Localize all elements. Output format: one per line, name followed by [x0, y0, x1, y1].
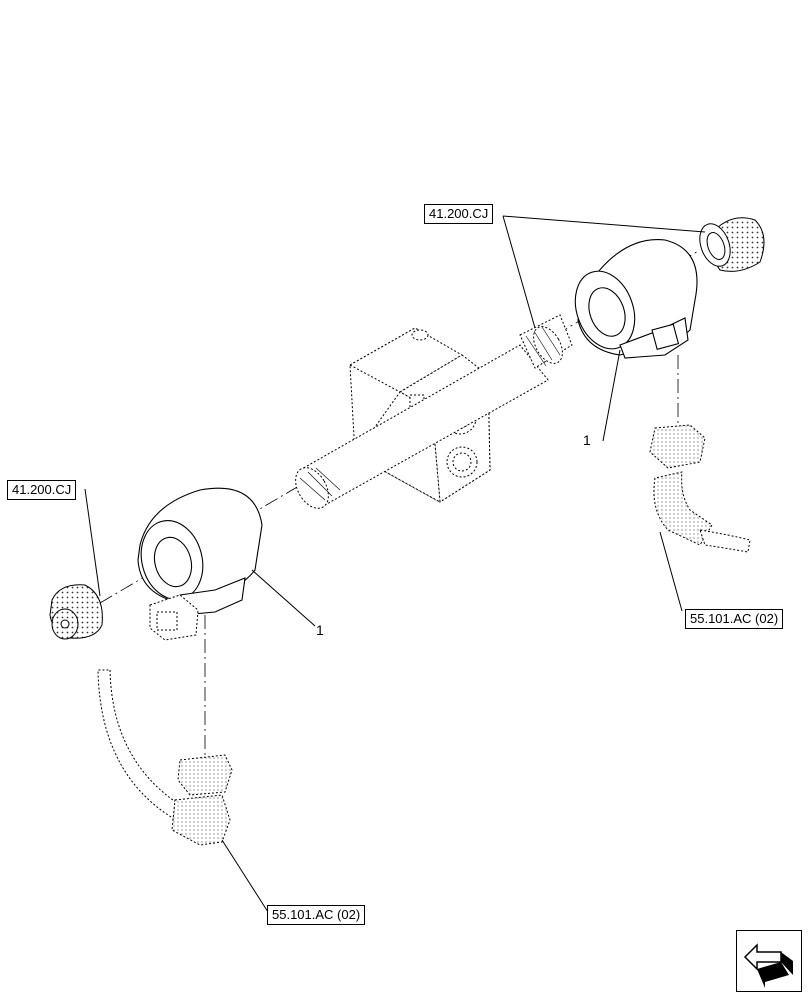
reference-label-right-connector[interactable]: 55.101.AC (02) [685, 609, 784, 629]
knurled-nut-left [49, 584, 103, 640]
item-number-coil-left: 1 [316, 622, 324, 638]
harness-left [97, 669, 233, 846]
reference-label-bottom-connector[interactable]: 55.101.AC (02) [267, 905, 366, 925]
next-page-button[interactable] [736, 930, 802, 992]
leader-lines [84, 215, 706, 913]
next-page-arrow-icon [743, 943, 793, 988]
coil-right [574, 239, 698, 359]
harness-right [649, 424, 751, 553]
reference-label-left[interactable]: 41.200.CJ [7, 480, 77, 500]
knurled-nut-right [699, 217, 765, 272]
item-number-coil-right: 1 [583, 432, 591, 448]
spool-tube [295, 314, 573, 509]
coil-left [137, 487, 263, 616]
reference-label-top[interactable]: 41.200.CJ [424, 204, 494, 224]
coil-left-connector [149, 594, 199, 641]
